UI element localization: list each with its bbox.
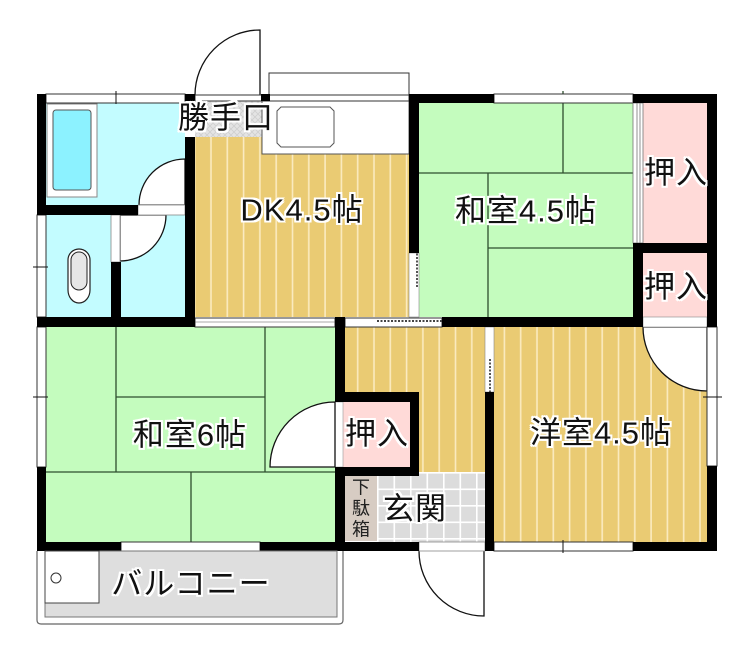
japanese-room-4-5-floor	[419, 103, 633, 317]
dining-kitchen-floor	[195, 137, 409, 317]
drain-icon	[50, 572, 62, 584]
walls	[37, 94, 717, 551]
closet-hall-floor	[343, 402, 410, 467]
back-door-floor	[195, 101, 262, 137]
wall	[707, 94, 717, 327]
shoe-cabinet-label: 下駄箱	[352, 477, 370, 540]
bathroom-door-opening	[137, 204, 186, 216]
entrance-label: 玄関	[383, 491, 447, 527]
wall	[185, 137, 195, 327]
balcony-label: バルコニー	[111, 566, 271, 602]
back-door-swing	[194, 29, 261, 96]
hallway-sliding-partition	[344, 317, 443, 328]
toilet-door-opening	[110, 214, 121, 263]
wall	[633, 253, 643, 327]
closet-lower-door-swing	[642, 326, 708, 392]
japanese-room-6-fusuma	[194, 317, 336, 328]
wall	[37, 542, 121, 551]
toilet-seat-icon	[70, 251, 88, 291]
closet-lower-label: 押入	[644, 269, 708, 305]
dimension-ticks	[33, 91, 722, 553]
tatami-lines-4-5	[419, 91, 633, 317]
wall	[409, 94, 494, 103]
entrance-door-opening	[418, 541, 486, 552]
wall	[485, 392, 494, 551]
kitchen-sink-icon	[276, 106, 335, 148]
closet-lower-door-opening	[642, 316, 708, 328]
japanese-room-4-5-label: 和室4.5帖	[454, 193, 598, 229]
japanese-room-6-balcony-window	[120, 541, 261, 552]
wall	[185, 94, 195, 101]
closet-upper-door-lines	[636, 103, 641, 243]
wall	[410, 392, 419, 476]
wall	[442, 317, 643, 327]
wall	[261, 94, 270, 101]
wall	[633, 243, 717, 253]
closet-upper-floor	[643, 103, 707, 243]
wall	[335, 317, 345, 402]
entrance-floor	[377, 472, 485, 542]
tatami-lines-6	[46, 318, 335, 553]
closet-hall-label: 押入	[345, 416, 409, 452]
wall	[260, 542, 419, 551]
closet-lower-floor	[643, 253, 707, 317]
entrance-door-swing	[418, 550, 485, 617]
closet-upper-sliding-door	[632, 102, 644, 244]
wall	[37, 205, 138, 215]
back-door-label: 勝手口	[178, 100, 274, 136]
japanese-room-4-5-window	[493, 93, 634, 104]
closet-hall-door-leaf	[334, 401, 344, 468]
wall	[111, 262, 121, 318]
western-room-label: 洋室4.5帖	[529, 415, 673, 451]
shoe-cabinet	[345, 476, 377, 541]
closet-upper-label: 押入	[644, 155, 708, 191]
wall	[345, 392, 419, 402]
bathtub	[52, 109, 92, 191]
dining-kitchen-label: DK4.5帖	[240, 192, 364, 228]
wall	[409, 94, 419, 253]
wall	[37, 94, 46, 215]
wall	[37, 317, 195, 327]
wall	[335, 467, 345, 551]
toilet-window	[36, 214, 47, 318]
wall	[633, 542, 717, 551]
outside-step	[268, 72, 410, 96]
wall	[37, 467, 46, 551]
closet-hall-door-swing	[269, 401, 336, 468]
wall	[345, 467, 419, 476]
wall	[707, 466, 717, 551]
japanese-room-6-label: 和室6帖	[132, 417, 248, 453]
wall	[633, 94, 717, 103]
